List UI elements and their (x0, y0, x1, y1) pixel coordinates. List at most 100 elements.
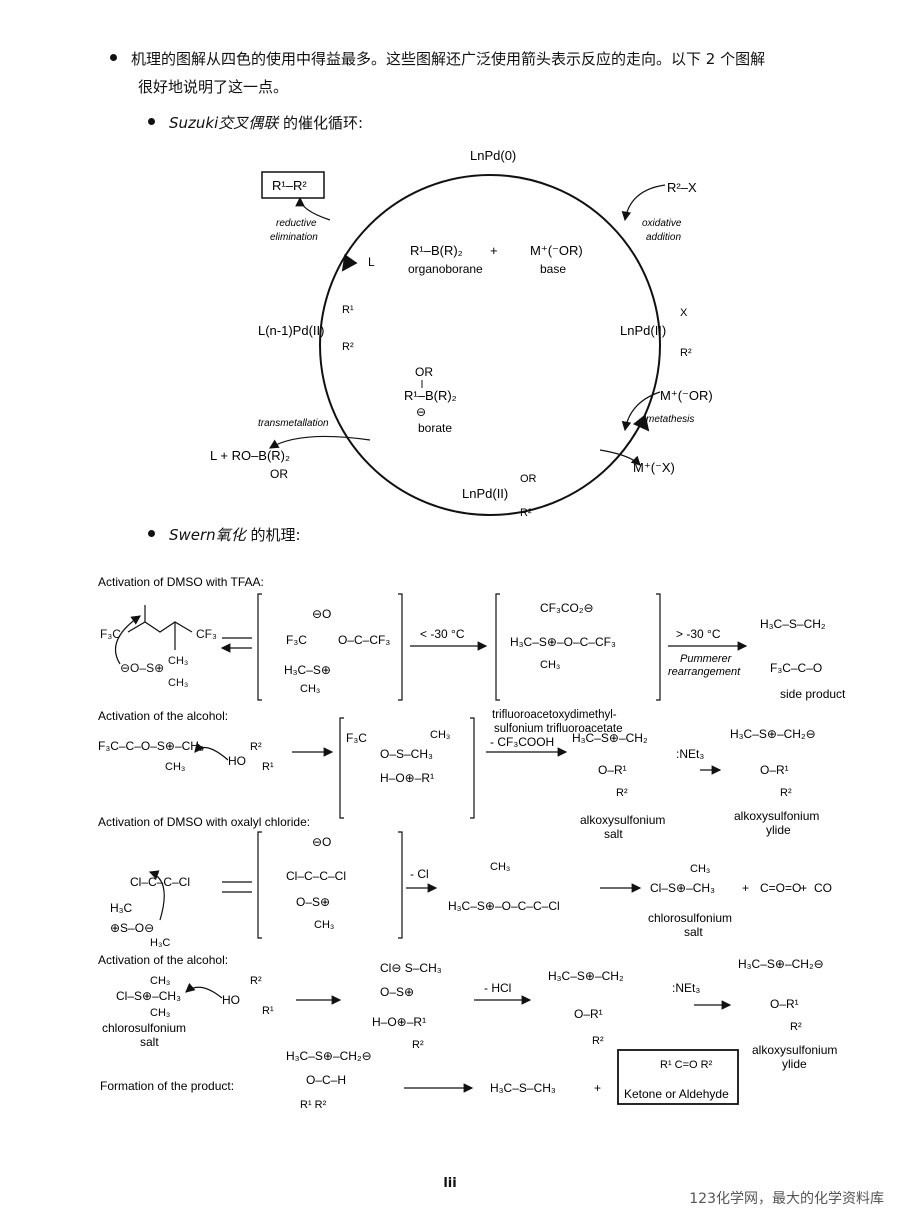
svg-text:CH₃: CH₃ (168, 655, 188, 667)
svg-text:Cl⊖ S–CH₃: Cl⊖ S–CH₃ (380, 961, 442, 975)
svg-text:H₃C–S⊕–O–C–CF₃: H₃C–S⊕–O–C–CF₃ (510, 635, 616, 649)
svg-text:R²: R² (250, 741, 262, 753)
svg-text:F₃C: F₃C (346, 731, 367, 745)
svg-text:O–C–CF₃: O–C–CF₃ (338, 633, 390, 647)
section-title-4: Activation of the alcohol: (98, 953, 228, 967)
svg-text:O–S⊕: O–S⊕ (296, 895, 330, 909)
svg-text:O–R¹: O–R¹ (760, 763, 789, 777)
net3-label-1: :NEt₃ (676, 747, 704, 761)
chloro-salt-label-2a: chlorosulfonium (102, 1021, 186, 1035)
svg-text:CH₃: CH₃ (540, 659, 560, 671)
byproduct-label: L + RO–B(R)₂ (210, 448, 290, 463)
svg-text:+: + (742, 881, 749, 895)
borate-label: borate (418, 421, 452, 435)
side-product-label: side product (780, 687, 846, 701)
svg-text:F₃C–C–O–S⊕–CH₃: F₃C–C–O–S⊕–CH₃ (98, 739, 204, 753)
net3-label-2: :NEt₃ (672, 981, 700, 995)
product-box (261, 171, 325, 199)
svg-text:O–R¹: O–R¹ (770, 997, 799, 1011)
svg-text:H₃C–S⊕–O–C–C–Cl: H₃C–S⊕–O–C–C–Cl (448, 899, 560, 913)
product-box-label: Ketone or Aldehyde (624, 1087, 729, 1101)
svg-text:Cl–C–C–Cl: Cl–C–C–Cl (286, 869, 346, 883)
section-title-5: Formation of the product: (100, 1079, 234, 1093)
svg-text:F₃C–C–O: F₃C–C–O (770, 661, 822, 675)
svg-text:CH₃: CH₃ (168, 677, 188, 689)
bottom-pd-or: OR (520, 473, 537, 485)
svg-text:CH₃: CH₃ (430, 729, 450, 741)
borate-formula: R¹–B(R)₂ (404, 388, 457, 403)
svg-text:CH₃: CH₃ (690, 863, 710, 875)
svg-text:F₃C: F₃C (100, 627, 121, 641)
organoborane-label: organoborane (408, 262, 483, 276)
condition-low-temp: < -30 °C (420, 627, 465, 641)
bullet-icon (148, 118, 155, 125)
svg-text:CF₃: CF₃ (196, 627, 217, 641)
tfa-salt-label-2: sulfonium trifluoroacetate (494, 723, 622, 735)
base-label: base (540, 262, 566, 276)
intro-line-1: 机理的图解从四色的使用中得益最多。这些图解还广泛使用箭头表示反应的走向。以下 2… (110, 46, 765, 72)
transmetallation-label: transmetallation (258, 418, 329, 429)
svg-text:CH₃: CH₃ (150, 1007, 170, 1019)
svg-text:⊖O: ⊖O (312, 607, 331, 621)
svg-text:H₃C–S⊕–CH₂: H₃C–S⊕–CH₂ (572, 731, 648, 745)
svg-text:R²: R² (780, 787, 792, 799)
svg-text:R²: R² (616, 787, 628, 799)
svg-text:H₃C–S⊕–CH₂⊖: H₃C–S⊕–CH₂⊖ (738, 957, 824, 971)
svg-text:Cl–C–C–Cl: Cl–C–C–Cl (130, 875, 190, 889)
mx-label: M⁺(⁻X) (633, 460, 675, 475)
reductive-label-1: reductive (276, 218, 317, 229)
dms-label: H₃C–S–CH₃ (490, 1081, 556, 1095)
svg-text:CH₃: CH₃ (314, 919, 334, 931)
borate-or: OR (415, 365, 433, 379)
svg-text:H₃C: H₃C (110, 901, 133, 915)
alkoxysulfonium-salt-1b: salt (604, 827, 623, 841)
minus-tfa-label: - CF₃COOH (490, 735, 554, 749)
svg-text:Cl–S⊕–CH₃: Cl–S⊕–CH₃ (650, 881, 715, 895)
left-pd-r1: R¹ (342, 304, 354, 316)
bullet-icon (110, 54, 117, 61)
top-pd-label: LnPd(0) (470, 148, 516, 163)
svg-text:H–O⊕–R¹: H–O⊕–R¹ (380, 771, 434, 785)
suzuki-heading: Suzuki交叉偶联 的催化循环: (148, 110, 363, 136)
svg-text:O–S⊕: O–S⊕ (380, 985, 414, 999)
tfaa-structure: F₃C CF₃ ⊖O–S⊕ CH₃ CH₃ (100, 605, 217, 689)
metathesis-reagent: M⁺(⁻OR) (660, 388, 713, 403)
svg-text:+: + (800, 881, 807, 895)
svg-text:CH₃: CH₃ (300, 683, 320, 695)
oxidative-label-1: oxidative (642, 218, 682, 229)
bottom-pd-r2: R² (520, 507, 532, 519)
co-label: CO (814, 881, 832, 895)
svg-text:R¹ C=O R²: R¹ C=O R² (660, 1059, 713, 1071)
svg-text:H–O⊕–R¹: H–O⊕–R¹ (372, 1015, 426, 1029)
swern-mechanism-diagram: Activation of DMSO with TFAA: F₃C CF₃ ⊖O… (98, 575, 846, 1111)
section-title-3: Activation of DMSO with oxalyl chloride: (98, 815, 310, 829)
product-box-ketone (617, 1049, 739, 1105)
pummerer-label-2: rearrangement (668, 666, 741, 678)
chloro-salt-label-2b: salt (140, 1035, 159, 1049)
section-title-2: Activation of the alcohol: (98, 709, 228, 723)
svg-text:H₃C–S⊕–CH₂⊖: H₃C–S⊕–CH₂⊖ (730, 727, 816, 741)
svg-text:H₃C–S–CH₂: H₃C–S–CH₂ (760, 617, 826, 631)
svg-text:R¹: R¹ (262, 1005, 274, 1017)
svg-text:H₃C–S⊕–CH₂⊖: H₃C–S⊕–CH₂⊖ (286, 1049, 372, 1063)
svg-text:R²: R² (412, 1039, 424, 1051)
svg-text:⊖O: ⊖O (312, 835, 331, 849)
svg-text:R¹: R¹ (262, 761, 274, 773)
minus-cl-label: - Cl (410, 867, 429, 881)
condition-high-temp: > -30 °C (676, 627, 721, 641)
alkoxysulfonium-ylide-1b: ylide (766, 823, 791, 837)
chloro-salt-label-1b: salt (684, 925, 703, 939)
metathesis-label: metathesis (646, 414, 694, 425)
minus-hcl-label: - HCl (484, 981, 511, 995)
organoborane-formula: R¹–B(R)₂ (410, 243, 463, 258)
svg-text:R²: R² (790, 1021, 802, 1033)
co2-label: C=O=O (760, 881, 801, 895)
r2x-label: R²–X (667, 180, 697, 195)
alkoxysulfonium-ylide-2a: alkoxysulfonium (752, 1043, 837, 1057)
base-formula: M⁺(⁻OR) (530, 243, 583, 258)
svg-text:CH₃: CH₃ (490, 861, 510, 873)
pummerer-label-1: Pummerer (680, 653, 733, 665)
svg-text:CH₃: CH₃ (150, 975, 170, 987)
bullet-icon (148, 530, 155, 537)
